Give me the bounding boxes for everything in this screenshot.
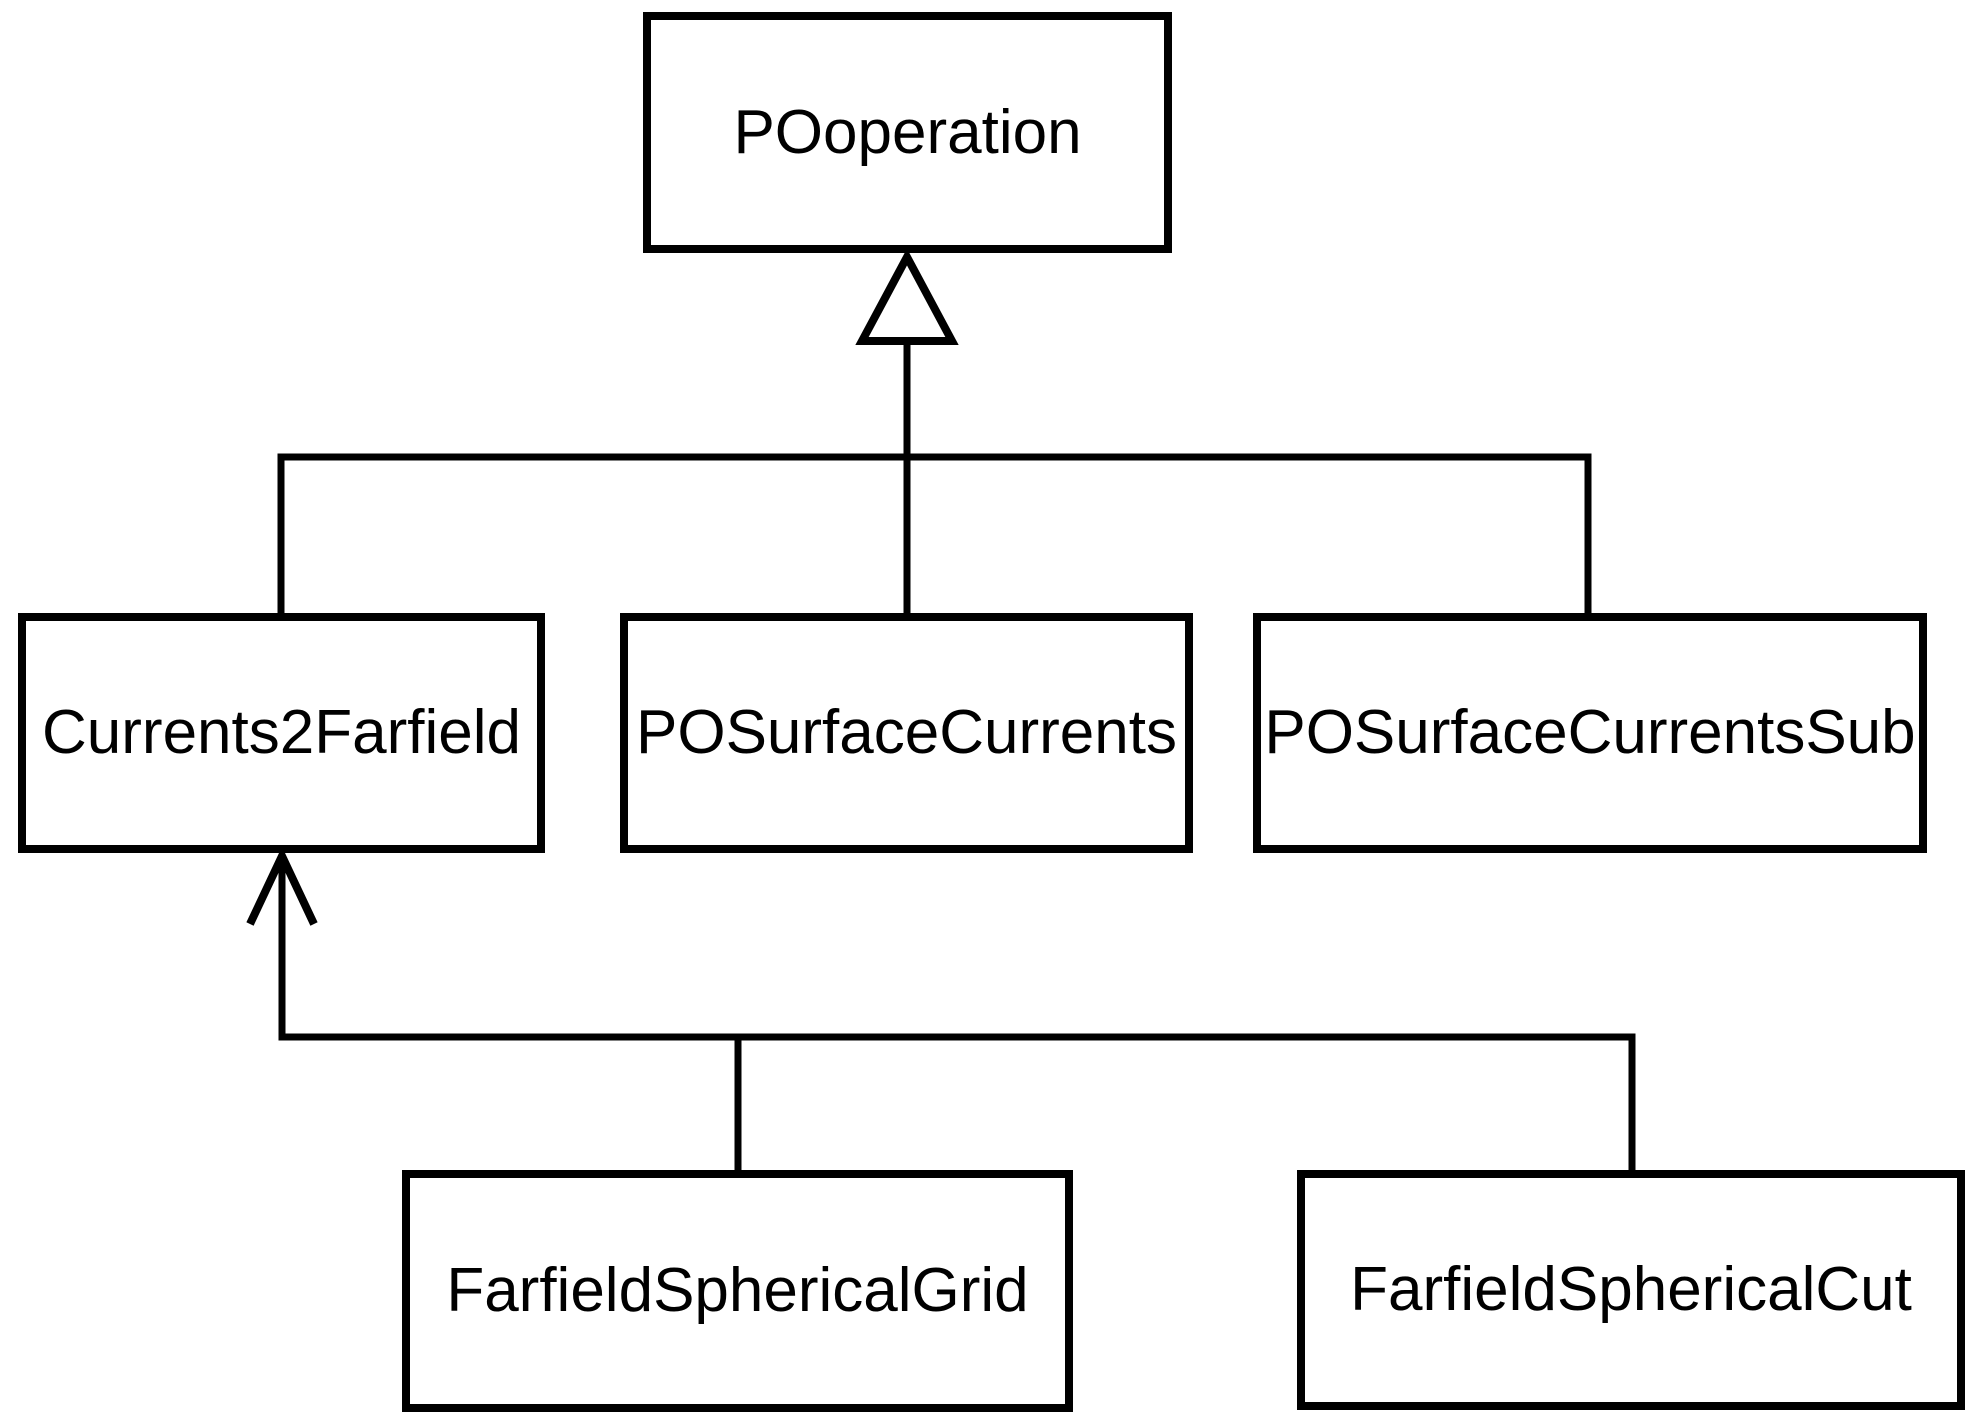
class-node-farfieldsphericalcut: FarfieldSphericalCut xyxy=(1297,1170,1965,1410)
class-node-currents2farfield: Currents2Farfield xyxy=(18,613,545,853)
class-node-posurfacecurrents: POSurfaceCurrents xyxy=(620,613,1193,853)
hollow-triangle-arrowhead-icon xyxy=(855,248,959,345)
edge-children-to-pooperation xyxy=(277,248,1592,613)
class-label-farfieldsphericalcut: FarfieldSphericalCut xyxy=(1350,1255,1912,1324)
class-label-currents2farfield: Currents2Farfield xyxy=(42,698,521,767)
edge-children-to-currents2farfield xyxy=(246,846,1636,1170)
open-arrowhead-icon xyxy=(246,846,318,926)
class-label-farfieldsphericalgrid: FarfieldSphericalGrid xyxy=(446,1256,1029,1325)
class-node-posurfacecurrentssub: POSurfaceCurrentsSub xyxy=(1253,613,1927,853)
class-label-pooperation: POoperation xyxy=(733,97,1082,167)
edge-bus-top xyxy=(277,453,1592,613)
class-node-pooperation: POoperation xyxy=(643,12,1172,253)
class-node-farfieldsphericalgrid: FarfieldSphericalGrid xyxy=(402,1170,1073,1412)
edge-bus-bottom xyxy=(278,857,1636,1170)
class-label-posurfacecurrents: POSurfaceCurrents xyxy=(636,698,1177,767)
class-label-posurfacecurrentssub: POSurfaceCurrentsSub xyxy=(1264,698,1916,767)
